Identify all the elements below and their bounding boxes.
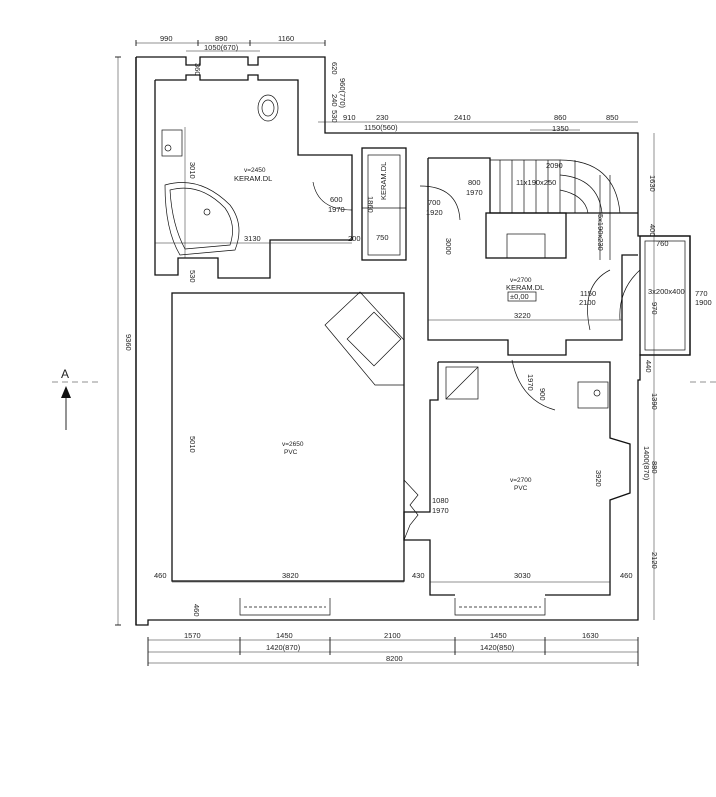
dim-2100: 2100 <box>384 631 401 640</box>
room-left-height: v=2650 <box>282 441 304 448</box>
hall-height: v=2700 <box>510 277 532 284</box>
stairs-label: 11x190x250 <box>516 178 556 187</box>
wc-door-width: 700 <box>428 198 441 207</box>
bathroom-fixtures <box>161 94 279 256</box>
room-left-floor: PVC <box>284 449 298 456</box>
dim-1160: 1160 <box>278 34 294 43</box>
dim-3820: 3820 <box>282 571 299 580</box>
dim-1630: 1630 <box>648 175 657 192</box>
dim-2120: 2120 <box>650 552 659 569</box>
hall-block <box>427 157 638 356</box>
dim-9360: 9360 <box>124 334 133 351</box>
wc-floor: KERAM.DL <box>379 162 388 200</box>
section-label: A <box>61 367 69 381</box>
wc-block <box>361 147 407 261</box>
dim-1860: 1860 <box>366 196 375 213</box>
dim-8200: 8200 <box>386 654 403 663</box>
dim-850: 850 <box>606 113 619 122</box>
bath-floor: KERAM.DL <box>234 174 272 183</box>
dim-1150: 1150(560) <box>364 123 398 132</box>
room-right-walls <box>403 361 631 596</box>
vestibule <box>639 235 691 356</box>
room-labels: v=2450 KERAM.DL KERAM.DL v=2700 KERAM.DL… <box>234 162 544 492</box>
wc-door-height: 1920 <box>426 208 443 217</box>
dim-230: 230 <box>376 113 389 122</box>
outer-dimension-labels: 1570 1450 2100 1450 1630 1420(870) 1420(… <box>124 334 599 663</box>
entrance-door-height: 2100 <box>579 298 596 307</box>
dim-970: 970 <box>650 302 659 315</box>
bottom-windows <box>239 598 546 616</box>
dim-530: 530 <box>188 270 197 283</box>
door-labels: 600 1970 700 1920 800 1970 1150 2100 770… <box>328 178 712 515</box>
dim-460-right: 460 <box>620 571 633 580</box>
dim-5010: 5010 <box>188 436 197 453</box>
dim-1400: 1400(870) <box>642 446 651 481</box>
dim-860: 860 <box>554 113 567 122</box>
dim-460-left: 460 <box>154 571 167 580</box>
dim-890: 890 <box>215 34 228 43</box>
room-left-walls <box>171 291 405 582</box>
dim-1050: 1050(670) <box>204 43 239 52</box>
dim-1350: 1350 <box>552 124 569 133</box>
dim-3030: 3030 <box>514 571 531 580</box>
vestibule-door-height: 1900 <box>695 298 712 307</box>
dim-200: 200 <box>348 234 361 243</box>
sliding-door-height: 1970 <box>432 506 449 515</box>
dim-3220: 3220 <box>514 311 531 320</box>
bath-height: v=2450 <box>244 167 266 174</box>
dim-880: 880 <box>650 461 659 474</box>
dim-760: 760 <box>656 239 669 248</box>
door-swings <box>312 181 641 541</box>
dim-240: 240 <box>330 94 339 107</box>
dim-1450-b: 1450 <box>490 631 507 640</box>
room-door-height: 1970 <box>526 374 535 391</box>
dim-2090: 2090 <box>546 161 563 170</box>
room-right-height: v=2700 <box>510 477 532 484</box>
dim-1570: 1570 <box>184 631 201 640</box>
bath-door-width: 600 <box>330 195 343 204</box>
hall-door-height: 1970 <box>466 188 483 197</box>
hall-level: ±0,00 <box>510 292 529 301</box>
dim-1420-870: 1420(870) <box>266 643 301 652</box>
dim-1630-b: 1630 <box>582 631 599 640</box>
interior-dimension-labels: 3010 3130 200 530 1860 750 3000 3220 501… <box>154 162 659 580</box>
dim-530: 530 <box>330 110 339 123</box>
dim-2410: 2410 <box>454 113 471 122</box>
notes: 11x190x250 5x190x230 3x200x400 <box>516 178 685 296</box>
hall-door-width: 800 <box>468 178 481 187</box>
vestibule-door-width: 770 <box>695 289 708 298</box>
stairs-label-2: 5x190x230 <box>596 214 605 251</box>
entrance-door-width: 1150 <box>580 289 596 298</box>
top-dimension-labels: 990 890 1160 1050(670) 360 620 960(770) … <box>160 34 669 248</box>
sliding-door-width: 1080 <box>432 496 449 505</box>
dim-1420-850: 1420(850) <box>480 643 515 652</box>
dim-620: 620 <box>330 62 339 75</box>
dim-3010: 3010 <box>188 162 197 179</box>
window-note: 3x200x400 <box>648 287 685 296</box>
dim-1450-a: 1450 <box>276 631 293 640</box>
dim-1390: 1390 <box>650 393 659 410</box>
dim-360: 360 <box>193 63 202 76</box>
dim-960: 960(770) <box>338 78 347 109</box>
dim-430: 430 <box>412 571 425 580</box>
dimension-lines <box>115 40 655 666</box>
dim-400: 400 <box>648 224 657 237</box>
dim-440: 440 <box>644 360 653 373</box>
section-marker: A <box>52 367 716 430</box>
hall-floor: KERAM.DL <box>506 283 544 292</box>
dim-750: 750 <box>376 233 389 242</box>
dim-910: 910 <box>343 113 356 122</box>
room-right-floor: PVC <box>514 485 528 492</box>
bath-door-height: 1970 <box>328 205 345 214</box>
dim-460-bottom: 460 <box>192 604 201 617</box>
dim-3000: 3000 <box>444 238 453 255</box>
dim-3130: 3130 <box>244 234 261 243</box>
dim-3920: 3920 <box>594 470 603 487</box>
outer-walls <box>135 56 691 626</box>
room-door-width: 900 <box>538 388 547 401</box>
dim-990: 990 <box>160 34 173 43</box>
